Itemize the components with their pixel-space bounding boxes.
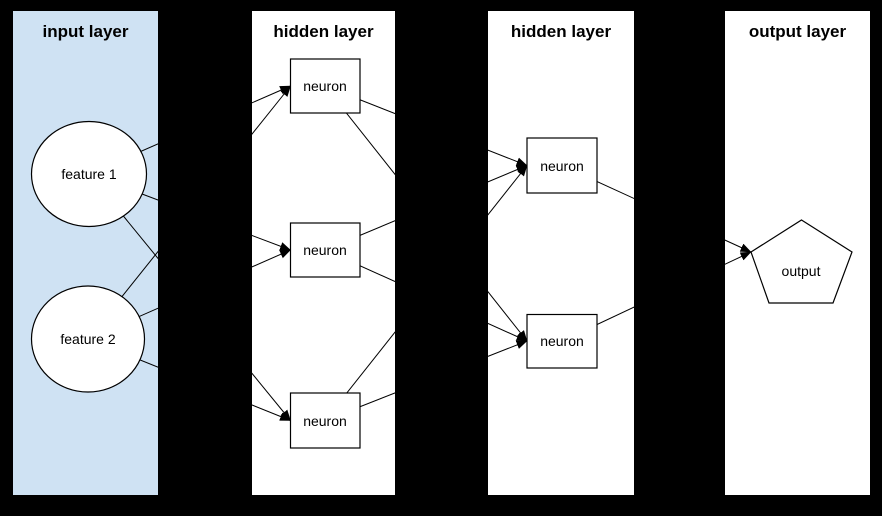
panel-hidden-layer-2 [488, 11, 634, 495]
node-feature-2-label: feature 2 [60, 331, 115, 347]
panel-title-input-layer: input layer [43, 22, 129, 41]
node-feature-1 [30, 120, 148, 228]
node-hidden1-neuron-3 [289, 392, 361, 449]
panel-title-hidden-layer-2: hidden layer [511, 22, 612, 41]
node-feature-2 [30, 285, 146, 393]
node-hidden1-neuron-2-label: neuron [303, 242, 347, 258]
edge-h1n3-h2n1 [324, 165, 528, 421]
node-hidden2-neuron-2 [526, 313, 598, 369]
node-hidden1-neuron-1-label: neuron [303, 78, 347, 94]
node-hidden2-neuron-1-label: neuron [540, 158, 584, 174]
edge-h1n1-h2n2 [324, 85, 528, 342]
node-feature-1-label: feature 1 [61, 166, 116, 182]
node-output [750, 219, 853, 304]
node-hidden2-neuron-2-label: neuron [540, 333, 584, 349]
node-hidden1-neuron-3-label: neuron [303, 413, 347, 429]
panel-input-layer [13, 11, 158, 495]
node-output-label: output [782, 263, 821, 279]
node-hidden2-neuron-1 [526, 137, 598, 194]
node-hidden1-neuron-1 [289, 58, 361, 114]
panel-title-output-layer: output layer [749, 22, 847, 41]
panel-title-hidden-layer-1: hidden layer [273, 22, 374, 41]
node-hidden1-neuron-2 [289, 222, 361, 278]
